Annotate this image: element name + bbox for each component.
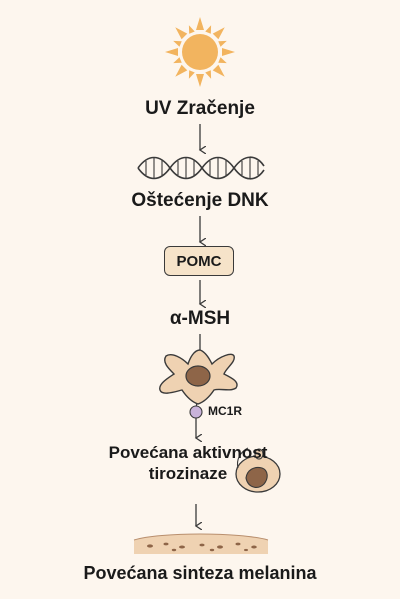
uv-radiation-label: UV Zračenje [145, 98, 255, 119]
tyrosinase-activity-label: Povećana aktivnost tirozinaze [108, 443, 268, 483]
pomc-box: POMC [164, 246, 234, 276]
sun-icon [165, 17, 235, 87]
receptor-icon [189, 405, 203, 419]
skin-layer-icon [133, 533, 269, 554]
melanin-synthesis-label: Povećana sinteza melanina [83, 563, 317, 583]
mc1r-label: MC1R [208, 404, 243, 418]
msh-label: α-MSH [169, 308, 231, 329]
melanosome-icon [235, 447, 281, 493]
dna-damage-label: Oštećenje DNK [131, 190, 269, 211]
melanocyte-icon [159, 349, 238, 405]
pomc-label: POMC [176, 252, 222, 270]
dna-icon [137, 156, 265, 180]
